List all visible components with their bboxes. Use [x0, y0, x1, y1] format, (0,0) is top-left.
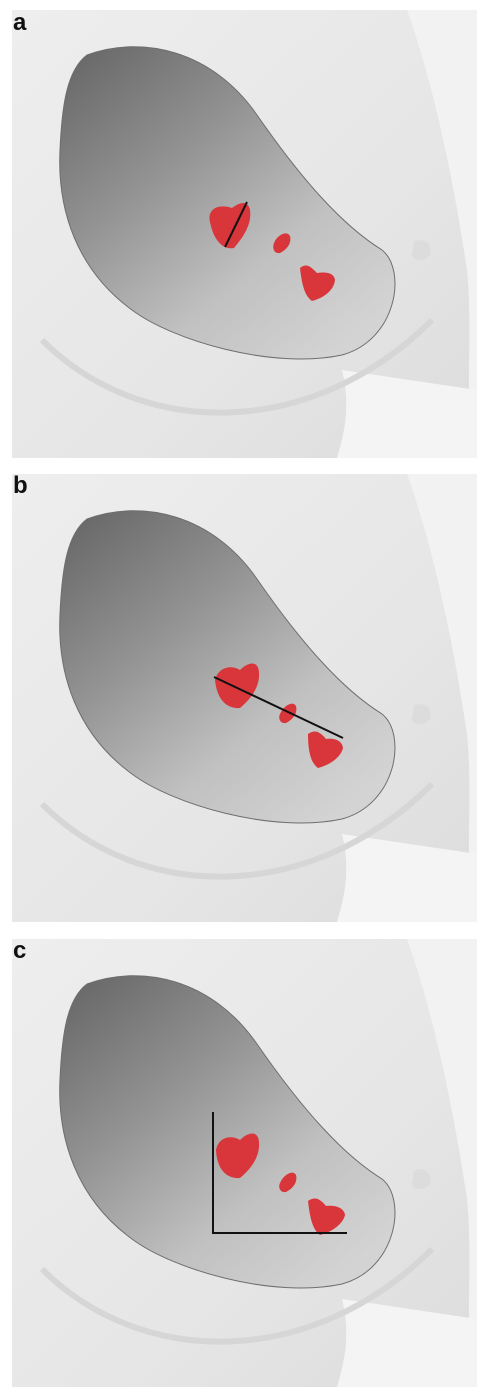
panel-label-b: b [13, 474, 28, 498]
breast-illustration-a [12, 10, 477, 458]
nipple [412, 1169, 430, 1189]
nipple [412, 704, 430, 724]
nipple [412, 240, 430, 260]
panel-label-a: a [13, 11, 26, 35]
panel-a: a [12, 10, 477, 458]
breast-illustration-c [12, 939, 477, 1387]
panel-c: c [12, 939, 477, 1387]
breast-illustration-b [12, 474, 477, 922]
panel-label-c: c [13, 939, 26, 963]
panel-b: b [12, 474, 477, 922]
